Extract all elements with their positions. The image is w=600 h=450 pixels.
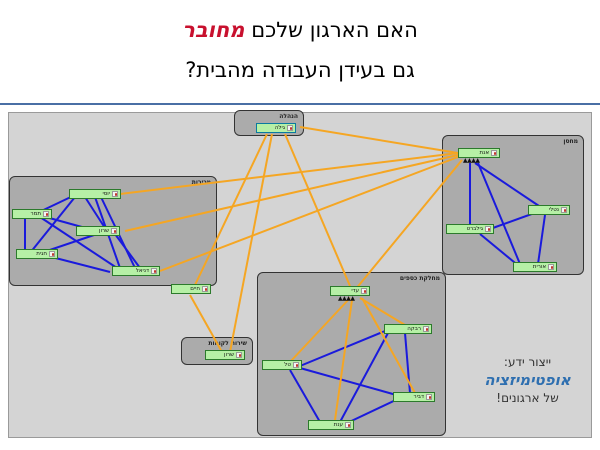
person-icon — [548, 264, 554, 270]
node-adi-label: עדי — [351, 288, 359, 294]
node-gilbert-label: גילברט — [466, 226, 483, 232]
node-enat-label: ענת — [333, 422, 343, 428]
person-icon — [491, 150, 497, 156]
edge-tal-dvir — [299, 367, 401, 397]
node-enat[interactable]: ענת — [308, 420, 354, 430]
node-tal-label: טל — [284, 362, 291, 368]
adi-connector-triangles: ▲▲▲▲ — [338, 295, 355, 302]
node-rivka[interactable]: רבקה — [384, 324, 432, 334]
edge-adi-tal — [289, 297, 351, 363]
edge-haim-sharon2 — [189, 294, 223, 353]
node-tamar-label: תמר — [30, 211, 41, 217]
group-sales-label: מכירות — [191, 179, 211, 186]
person-icon — [423, 326, 429, 332]
slogan-line-3: של ארגונים! — [496, 391, 559, 405]
group-finance-label: מחלקת כספים — [399, 275, 440, 282]
node-anat[interactable]: אנת — [458, 148, 500, 158]
person-icon — [112, 191, 118, 197]
person-icon — [202, 286, 208, 292]
header-banner: האם הארגון שלכם מחובר גם בעידן העבודה מה… — [0, 0, 600, 105]
person-icon — [361, 288, 367, 294]
node-daniel-label: דניאל — [135, 268, 149, 274]
node-natali[interactable]: נטלי — [528, 205, 570, 215]
person-icon — [49, 251, 55, 257]
node-anat-label: אנת — [479, 150, 490, 156]
person-icon — [287, 125, 293, 131]
node-dvir[interactable]: דביר — [393, 392, 435, 402]
node-sharon1-label: שרון — [99, 228, 109, 234]
node-gila[interactable]: גילה — [256, 123, 296, 133]
node-hagit[interactable]: חגית — [16, 249, 58, 259]
edge-tal-enat — [289, 369, 321, 423]
node-sharon1[interactable]: שרון — [76, 226, 120, 236]
node-sharon2[interactable]: שרון — [205, 350, 245, 360]
person-icon — [151, 268, 157, 274]
title-prefix: האם הארגון שלכם — [251, 18, 418, 42]
person-icon — [561, 207, 567, 213]
person-icon — [485, 226, 491, 232]
node-haim-label: חיים — [190, 286, 200, 292]
node-daniel[interactable]: דניאל — [112, 266, 160, 276]
title-highlight: מחובר — [182, 18, 245, 42]
group-customer-service-label: שירות לקוחות — [208, 340, 247, 347]
anat-connector-triangles: ▲▲▲▲ — [463, 157, 480, 164]
edge-adi-rivka — [359, 297, 406, 326]
group-finance[interactable]: מחלקת כספים — [257, 272, 446, 436]
edge-adi-dvir — [361, 297, 416, 394]
slogan-block: ייצור ידע: אופטימיזציה של ארגונים! — [470, 355, 585, 405]
node-gila-label: גילה — [274, 125, 285, 131]
edge-anat-gila — [299, 126, 459, 154]
node-tamar[interactable]: תמר — [12, 209, 52, 219]
group-management-label: הנהלה — [279, 113, 298, 120]
edge-anat-orit — [477, 162, 521, 265]
person-icon — [111, 228, 117, 234]
person-icon — [236, 352, 242, 358]
edge-sharon1-daniel — [114, 233, 141, 269]
title-line-1: האם הארגון שלכם מחובר — [0, 18, 600, 42]
node-dvir-label: דביר — [413, 394, 424, 400]
node-orit[interactable]: אורית — [513, 262, 557, 272]
person-icon — [426, 394, 432, 400]
edge-rivka-enat — [339, 332, 389, 423]
edge-anat-natali — [474, 162, 546, 211]
person-icon — [345, 422, 351, 428]
edge-gila-adi — [284, 133, 351, 287]
title-line-2: גם בעידן העבודה מהבית? — [185, 58, 415, 82]
edge-adi-enat — [334, 299, 353, 421]
node-orit-label: אורית — [532, 264, 546, 270]
edge-yossi-sharon1 — [84, 196, 106, 229]
edge-anat-adi — [354, 159, 463, 291]
node-yossi[interactable]: יוסי — [69, 189, 121, 199]
node-sharon2-label: שרון — [224, 352, 234, 358]
node-haim[interactable]: חיים — [171, 284, 211, 294]
node-tal[interactable]: טל — [262, 360, 302, 370]
edge-anat-daniel — [159, 156, 459, 272]
edge-anat-yossi — [119, 152, 459, 195]
edge-gila-haim — [194, 133, 268, 286]
slogan-line-1: ייצור ידע: — [503, 355, 552, 369]
node-gilbert[interactable]: גילברט — [446, 224, 494, 234]
edge-tamar-daniel — [39, 216, 121, 271]
node-hagit-label: חגית — [36, 251, 47, 257]
node-rivka-label: רבקה — [407, 326, 421, 332]
edge-anat-sharon1 — [124, 154, 459, 232]
person-icon — [293, 362, 299, 368]
node-natali-label: נטלי — [548, 207, 559, 213]
edge-rivka-tal — [299, 330, 386, 367]
edge-natali-orit — [537, 214, 546, 265]
node-adi[interactable]: עדי — [330, 286, 370, 296]
node-yossi-label: יוסי — [102, 191, 110, 197]
edge-dvir-enat — [344, 397, 401, 425]
group-warehouse-label: מחסן — [563, 138, 578, 145]
person-icon — [43, 211, 49, 217]
edge-gilbert-orit — [479, 233, 521, 268]
edge-gila-sharon2 — [229, 133, 273, 353]
slogan-line-2: אופטימיזציה — [484, 371, 571, 389]
